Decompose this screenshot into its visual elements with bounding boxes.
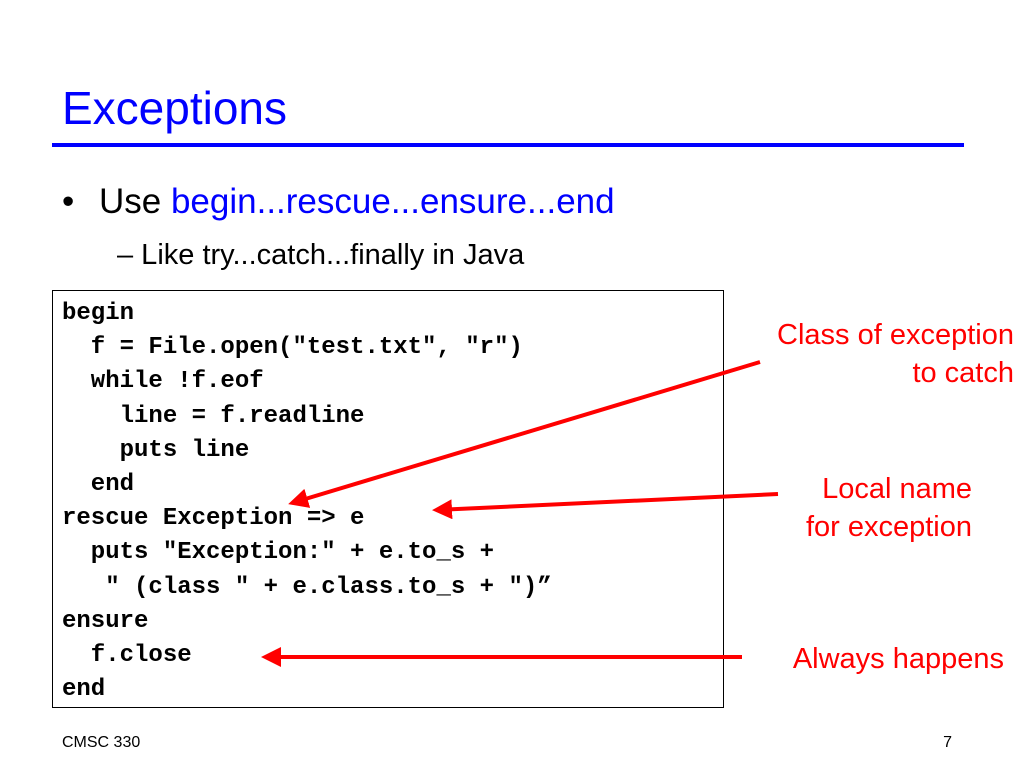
bullet-point: • Use begin...rescue...ensure...end xyxy=(62,180,615,224)
code-line: ensure xyxy=(62,607,149,635)
code-line: begin xyxy=(62,300,135,327)
bullet-icon: • xyxy=(62,182,75,221)
annotation-local-name: Local name for exception xyxy=(806,470,972,546)
bullet-keyword: begin...rescue...ensure...end xyxy=(170,182,615,221)
code-line: end xyxy=(62,470,135,498)
annotation-line: Class of exception xyxy=(777,319,1014,351)
code-line: puts "Exception:" + e.to_s + xyxy=(62,539,495,567)
code-line: f = File.open("test.txt", "r") xyxy=(62,334,523,362)
code-line: while !f.eof xyxy=(62,368,264,396)
code-line: rescue Exception => e xyxy=(62,505,365,533)
annotation-line: Local name xyxy=(822,473,972,505)
sub-bullet-point: – Like try...catch...finally in Java xyxy=(117,239,525,271)
annotation-line: for exception xyxy=(805,511,972,543)
code-block: begin f = File.open("test.txt", "r") whi… xyxy=(52,290,724,708)
footer-page-number: 7 xyxy=(943,734,952,751)
annotation-line: to catch xyxy=(912,357,1014,389)
code-text: begin f = File.open("test.txt", "r") whi… xyxy=(62,297,552,707)
code-line: puts line xyxy=(62,436,250,464)
code-line: f.close xyxy=(62,641,192,669)
annotation-always-happens: Always happens xyxy=(792,643,1004,675)
code-line: end xyxy=(62,676,106,704)
code-line: " (class " + e.class.to_s + ")” xyxy=(62,573,552,601)
bullet-prefix: Use xyxy=(99,182,171,221)
title-underline xyxy=(52,143,964,147)
slide-title: Exceptions xyxy=(62,82,288,134)
footer-course: CMSC 330 xyxy=(62,734,141,751)
annotation-class-of-exception: Class of exception to catch xyxy=(777,316,1014,392)
code-line: line = f.readline xyxy=(62,402,365,430)
